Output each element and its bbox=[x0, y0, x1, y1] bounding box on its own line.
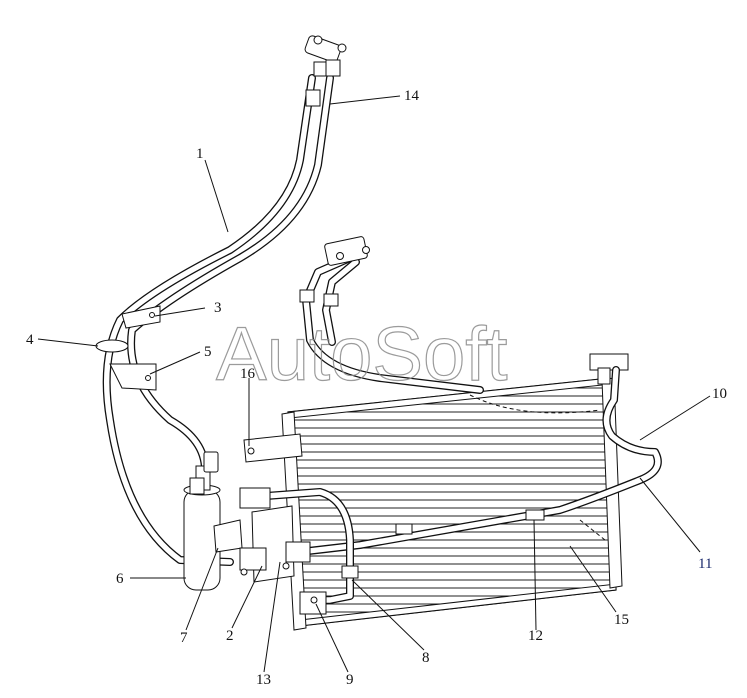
hose-1 bbox=[102, 74, 316, 566]
callout-13: 13 bbox=[256, 672, 271, 688]
callout-16: 16 bbox=[240, 366, 256, 382]
bracket-7 bbox=[213, 519, 243, 553]
top-fitting bbox=[304, 35, 347, 107]
condenser bbox=[281, 377, 623, 631]
bracket-3 bbox=[121, 305, 161, 329]
callout-7: 7 bbox=[180, 630, 188, 646]
receiver-drier-6 bbox=[183, 451, 221, 591]
callout-2: 2 bbox=[226, 628, 234, 644]
callout-15: 15 bbox=[614, 612, 629, 628]
watermark: AutoSoft bbox=[216, 312, 508, 397]
callout-11: 11 bbox=[698, 556, 712, 572]
bracket-2 bbox=[239, 487, 311, 583]
foot-9 bbox=[299, 591, 327, 615]
hose-10-11 bbox=[296, 353, 662, 556]
bracket-16 bbox=[243, 433, 303, 463]
callout-1: 1 bbox=[196, 146, 204, 162]
middle-hose bbox=[299, 236, 484, 394]
callout-5: 5 bbox=[204, 344, 212, 360]
callout-4: 4 bbox=[26, 332, 34, 348]
callout-3: 3 bbox=[214, 300, 222, 316]
clamp-4 bbox=[95, 339, 129, 353]
callout-8: 8 bbox=[422, 650, 430, 666]
bracket-5 bbox=[109, 363, 157, 391]
leader-lines bbox=[37, 95, 711, 673]
callout-6: 6 bbox=[116, 571, 124, 587]
pipe-8 bbox=[262, 488, 359, 604]
callout-10: 10 bbox=[712, 386, 727, 402]
callout-12: 12 bbox=[528, 628, 543, 644]
callout-labels: 1 2 3 4 5 6 7 8 9 10 11 12 13 14 15 16 bbox=[26, 88, 727, 688]
callout-14: 14 bbox=[404, 88, 420, 104]
clamp-12 bbox=[395, 509, 545, 535]
callout-9: 9 bbox=[346, 672, 354, 688]
